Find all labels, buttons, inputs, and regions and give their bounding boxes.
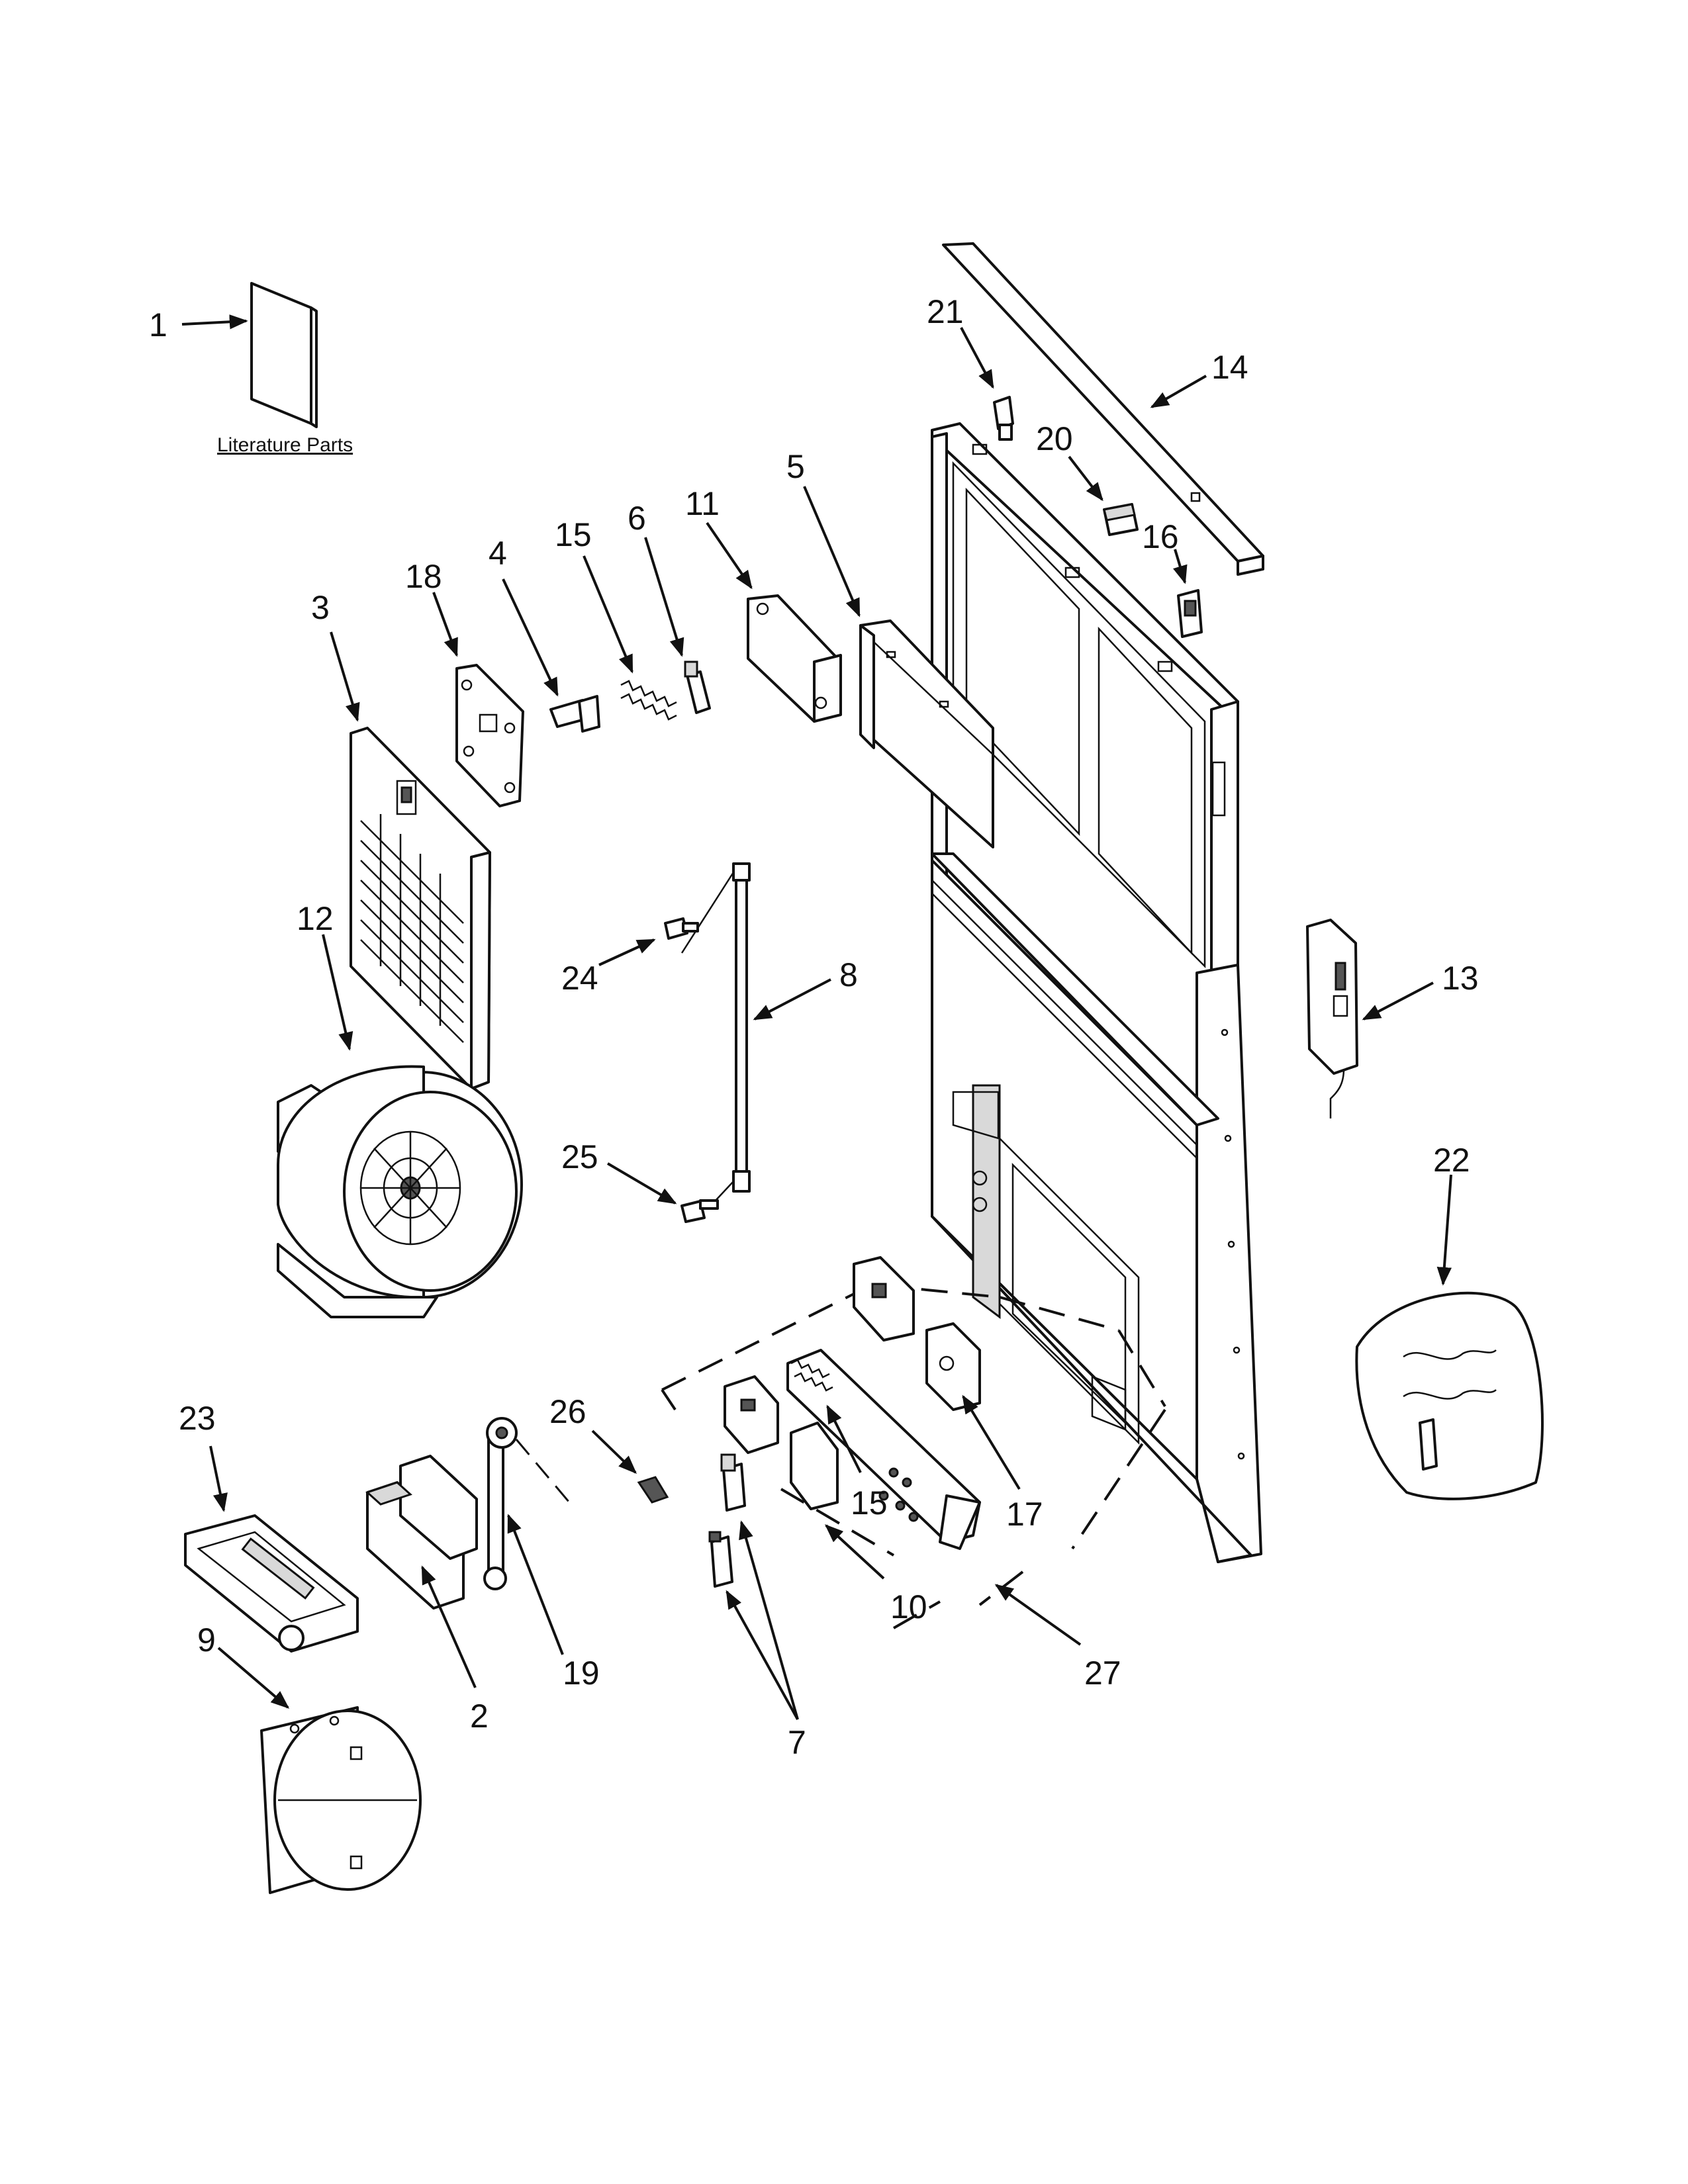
callout-5[interactable]: 5 xyxy=(786,448,805,485)
callout-25[interactable]: 25 xyxy=(561,1138,598,1175)
main-frame-chassis[interactable] xyxy=(931,422,1262,1563)
part-18-plate[interactable]: 18 xyxy=(405,558,524,807)
part-15-spring-lower[interactable]: 15 xyxy=(826,1404,888,1522)
part-25-screw[interactable]: 25 xyxy=(561,1138,719,1223)
callout-9[interactable]: 9 xyxy=(197,1621,216,1659)
callout-12[interactable]: 12 xyxy=(297,900,334,937)
part-19-link-arm[interactable]: 19 xyxy=(483,1417,600,1692)
part-6-latch[interactable]: 6 xyxy=(628,500,711,714)
callout-24[interactable]: 24 xyxy=(561,960,598,997)
callout-6[interactable]: 6 xyxy=(628,500,646,537)
callout-13[interactable]: 13 xyxy=(1442,960,1479,997)
part-16-switch[interactable]: 16 xyxy=(1142,518,1203,638)
callout-10[interactable]: 10 xyxy=(890,1588,927,1625)
callout-1[interactable]: 1 xyxy=(149,306,167,343)
literature-parts-caption[interactable]: Literature Parts xyxy=(217,434,353,456)
callout-20[interactable]: 20 xyxy=(1036,420,1073,457)
part-9-damper[interactable]: 9 xyxy=(197,1621,422,1894)
callout-15-lower[interactable]: 15 xyxy=(851,1484,888,1522)
callout-22[interactable]: 22 xyxy=(1433,1142,1470,1179)
callout-18[interactable]: 18 xyxy=(405,558,442,595)
part-3-grease-filter[interactable]: 3 xyxy=(311,589,491,1090)
part-23-light-housing[interactable]: 23 xyxy=(179,1400,359,1653)
part-12-blower[interactable]: 12 xyxy=(277,900,523,1318)
part-2-capacitor[interactable]: 2 xyxy=(365,1455,489,1735)
callout-27[interactable]: 27 xyxy=(1084,1655,1121,1692)
part-24-screw[interactable]: 24 xyxy=(561,917,699,997)
part-8-rod[interactable]: 8 xyxy=(680,862,858,1202)
callout-17[interactable]: 17 xyxy=(1006,1496,1043,1533)
callout-21[interactable]: 21 xyxy=(927,293,964,330)
callout-8[interactable]: 8 xyxy=(839,956,858,993)
callout-7[interactable]: 7 xyxy=(788,1724,806,1761)
callout-16[interactable]: 16 xyxy=(1142,518,1179,555)
part-22-parts-bag[interactable]: 22 xyxy=(1355,1142,1544,1500)
part-20-light-socket[interactable]: 20 xyxy=(1036,420,1139,536)
part-4-lever[interactable]: 4 xyxy=(489,535,600,733)
part-10-bracket[interactable]: 10 xyxy=(824,1524,927,1625)
part-11-bracket[interactable]: 11 xyxy=(685,485,842,723)
part-5-control-bracket[interactable]: 5 xyxy=(786,448,994,848)
part-27-kit-group[interactable]: 27 xyxy=(661,1256,1166,1692)
part-21-socket[interactable]: 21 xyxy=(927,293,1014,441)
callout-19[interactable]: 19 xyxy=(563,1655,600,1692)
part-14-top-trim[interactable]: 14 xyxy=(942,242,1264,576)
part-26-bulb-cap[interactable]: 26 xyxy=(549,1393,669,1504)
part-13-control-module[interactable]: 13 xyxy=(1306,919,1479,1118)
callout-23[interactable]: 23 xyxy=(179,1400,216,1437)
part-1-literature[interactable]: 1 Literature Parts xyxy=(149,282,353,456)
callout-14[interactable]: 14 xyxy=(1211,349,1248,386)
part-7-connector[interactable]: 7 xyxy=(708,1453,806,1761)
part-15-spring-top[interactable]: 15 xyxy=(555,516,677,721)
callout-26[interactable]: 26 xyxy=(549,1393,586,1430)
callout-3[interactable]: 3 xyxy=(311,589,330,626)
callout-4[interactable]: 4 xyxy=(489,535,507,572)
callout-2[interactable]: 2 xyxy=(470,1698,489,1735)
callout-15-top[interactable]: 15 xyxy=(555,516,592,553)
part-17-side-plate[interactable]: 17 xyxy=(962,1394,1043,1533)
callout-11[interactable]: 11 xyxy=(685,485,720,522)
